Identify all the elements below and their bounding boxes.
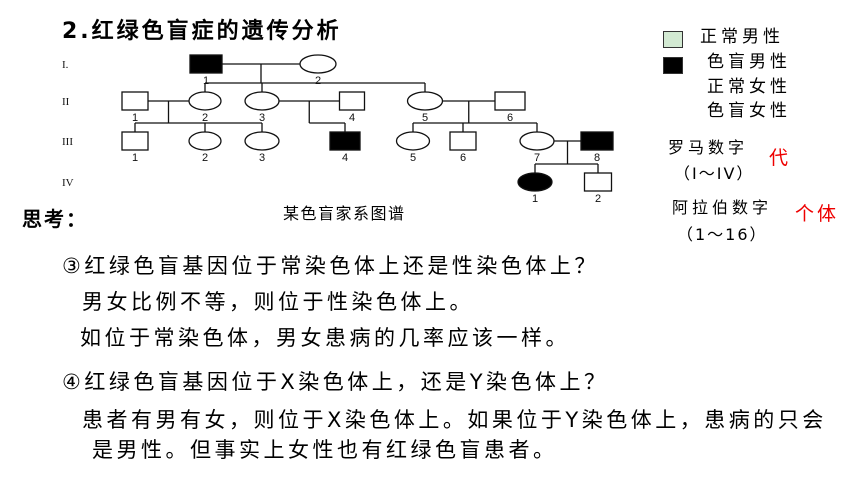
question-4: ④红绿色盲基因位于X染色体上，还是Y染色体上？ <box>62 370 609 394</box>
individual-iii-6-normal-male-icon <box>449 131 477 151</box>
individual-iii-7-number: 7 <box>534 152 540 164</box>
individual-iii-8-number: 8 <box>594 152 600 164</box>
individual-iv-1-affected-female-icon <box>517 172 553 192</box>
generation-label-iv: IV <box>62 177 74 189</box>
answer-3-line-1: 男女比例不等，则位于性染色体上。 <box>82 290 474 314</box>
arabic-numeral-meaning: 个体 <box>795 203 840 225</box>
answer-4-line-2: 是男性。但事实上女性也有红绿色盲患者。 <box>92 438 558 462</box>
individual-i-2-normal-female-icon <box>299 54 337 74</box>
individual-ii-2-normal-female-icon <box>188 91 222 111</box>
individual-iii-4-number: 4 <box>342 152 348 164</box>
individual-ii-2-number: 2 <box>202 112 208 124</box>
individual-iv-2-number: 2 <box>595 193 601 205</box>
individual-iii-8-affected-male-icon <box>580 131 614 151</box>
roman-numeral-term: 罗马数字 <box>668 138 749 157</box>
individual-ii-5-normal-female-icon <box>406 91 444 111</box>
individual-ii-3-number: 3 <box>259 112 265 124</box>
answer-4-line-1: 患者有男有女，则位于X染色体上。如果位于Y染色体上，患病的只会 <box>82 408 827 432</box>
individual-i-2-number: 2 <box>315 75 321 87</box>
arabic-numeral-range: （1～16） <box>677 225 768 244</box>
individual-iv-1-number: 1 <box>532 193 538 205</box>
individual-iii-4-affected-male-icon <box>329 131 361 151</box>
individual-ii-6-number: 6 <box>507 112 513 124</box>
individual-ii-6-normal-male-icon <box>494 91 526 111</box>
arabic-numeral-term: 阿拉伯数字 <box>672 198 773 217</box>
individual-i-1-number: 1 <box>203 75 209 87</box>
question-3: ③红绿色盲基因位于常染色体上还是性染色体上？ <box>62 254 599 278</box>
roman-numeral-range: （I～IV） <box>674 164 755 183</box>
roman-numeral-meaning: 代 <box>769 147 792 169</box>
generation-label-i: I. <box>62 59 69 71</box>
individual-iii-7-normal-female-icon <box>519 131 555 151</box>
individual-ii-1-normal-male-icon <box>121 91 149 111</box>
individual-ii-3-normal-female-icon <box>244 91 280 111</box>
individual-iii-5-normal-female-icon <box>395 131 431 151</box>
slide-title: 2.红绿色盲症的遗传分析 <box>62 19 342 44</box>
legend-affected-male-icon <box>663 57 683 74</box>
think-label: 思考： <box>22 207 88 231</box>
answer-3-line-2: 如位于常染色体，男女患病的几率应该一样。 <box>80 326 570 350</box>
individual-iii-1-number: 1 <box>132 152 138 164</box>
legend-label-normal-female: 正常女性 <box>707 77 791 97</box>
legend-label-affected-female: 色盲女性 <box>707 101 791 121</box>
individual-ii-5-number: 5 <box>422 112 428 124</box>
individual-iii-3-number: 3 <box>259 152 265 164</box>
individual-iii-6-number: 6 <box>460 152 466 164</box>
individual-ii-1-number: 1 <box>132 112 138 124</box>
individual-iii-1-normal-male-icon <box>121 131 149 151</box>
individual-iii-2-number: 2 <box>202 152 208 164</box>
individual-iii-5-number: 5 <box>410 152 416 164</box>
pedigree-caption: 某色盲家系图谱 <box>283 204 406 223</box>
legend-label-affected-male: 色盲男性 <box>707 52 791 72</box>
legend-label-normal-male: 正常男性 <box>700 27 784 47</box>
individual-ii-4-normal-male-icon <box>338 91 366 111</box>
generation-label-iii: III <box>62 136 73 148</box>
individual-i-1-affected-male-icon <box>189 54 223 74</box>
generation-label-ii: II <box>62 96 70 108</box>
individual-iii-2-normal-female-icon <box>188 131 222 151</box>
individual-iv-2-normal-male-icon <box>583 172 613 192</box>
individual-ii-4-number: 4 <box>349 112 355 124</box>
legend-normal-male-icon <box>663 31 683 48</box>
individual-iii-3-normal-female-icon <box>244 131 280 151</box>
